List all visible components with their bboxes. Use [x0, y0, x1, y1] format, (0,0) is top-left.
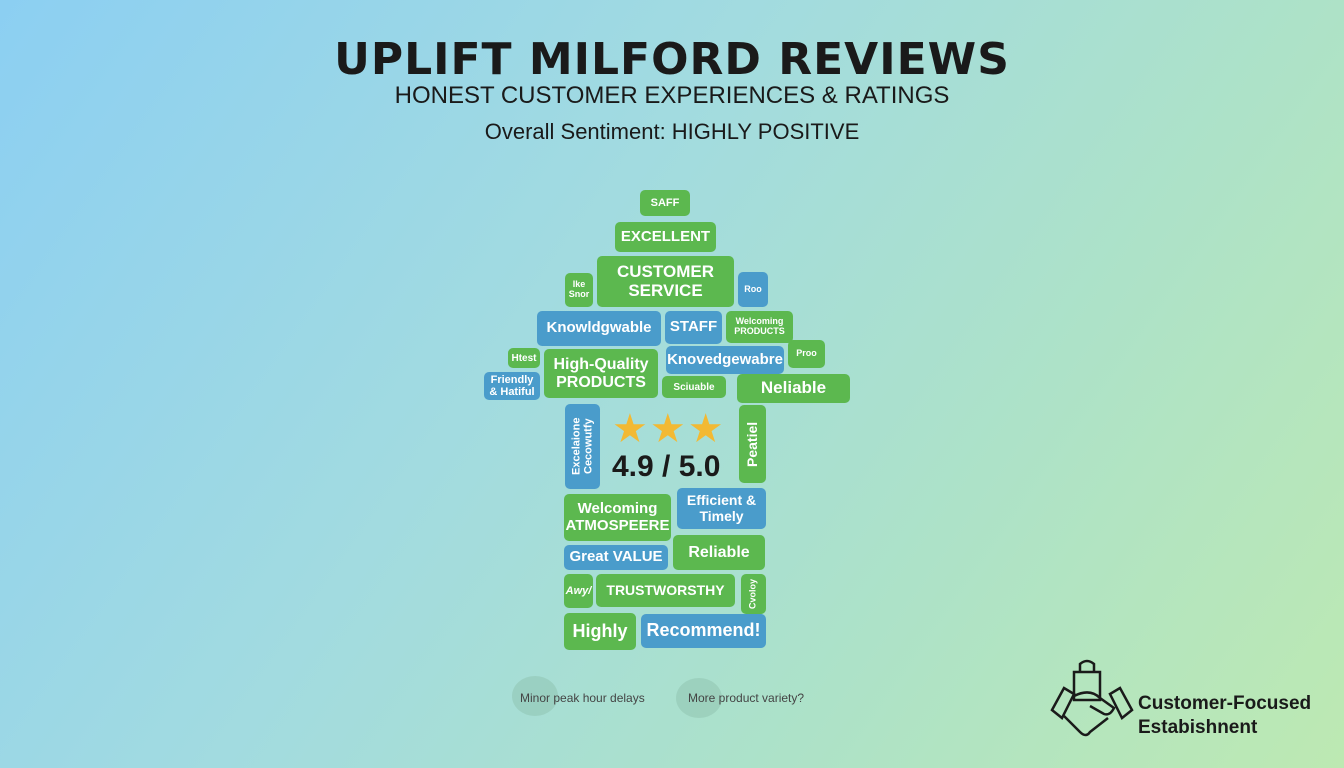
bubble: Reliable — [673, 535, 765, 570]
bubble: STAFF — [665, 311, 722, 344]
bubble: SAFF — [640, 190, 690, 216]
rating-value: 4.9 / 5.0 — [612, 450, 721, 483]
concern-text: Minor peak hour delays — [520, 691, 645, 705]
bubble: Peatiel — [739, 405, 766, 483]
bubble: Knowldgwable — [537, 311, 661, 346]
bubble: Neliable — [737, 374, 850, 403]
bubble: Awy/ — [564, 574, 593, 608]
bubble: Htest — [508, 348, 540, 368]
bubble: Proo — [788, 340, 825, 368]
logo-line1: Customer-Focused — [1138, 693, 1312, 714]
bubble: Sciuable — [662, 376, 726, 398]
page-title: UPLIFT MILFORD REVIEWS — [334, 34, 1010, 85]
thought-cloud-icon — [676, 678, 722, 718]
bubble: TRUSTWORSTHY — [596, 574, 735, 607]
bubble: Welcoming PRODUCTS — [726, 311, 793, 343]
bubble: EXCELLENT — [615, 222, 716, 252]
bubble: CUSTOMER SERVICE — [597, 256, 734, 307]
logo-line2: Estabishnent — [1138, 717, 1258, 738]
bubble: Roo — [738, 272, 768, 307]
bubble: Highly — [564, 613, 636, 650]
bubble: Excelaione Cecowutfy — [565, 404, 600, 489]
bubble: Cvoloy — [741, 574, 766, 614]
bubble: Friendly & Hatiful — [484, 372, 540, 400]
bubble: Welcoming ATMOSPEERE — [564, 494, 671, 541]
subtitle: HONEST CUSTOMER EXPERIENCES & RATINGS — [394, 82, 950, 109]
concern-text: More product variety? — [688, 691, 805, 705]
bubble: High-Quality PRODUCTS — [544, 349, 658, 398]
handshake-bag-icon — [1050, 659, 1134, 737]
thought-cloud-icon — [512, 676, 558, 716]
bubble: Ike Snor — [565, 273, 593, 307]
bubble: Efficient & Timely — [677, 488, 766, 529]
sentiment-label: Overall Sentiment: HIGHLY POSITIVE — [484, 119, 860, 144]
bubble: Great VALUE — [564, 545, 668, 570]
bubble: Recommend! — [641, 614, 766, 648]
bubble: Knovedgewabre — [666, 346, 784, 374]
star-rating-icon: ★★★ — [612, 407, 726, 451]
